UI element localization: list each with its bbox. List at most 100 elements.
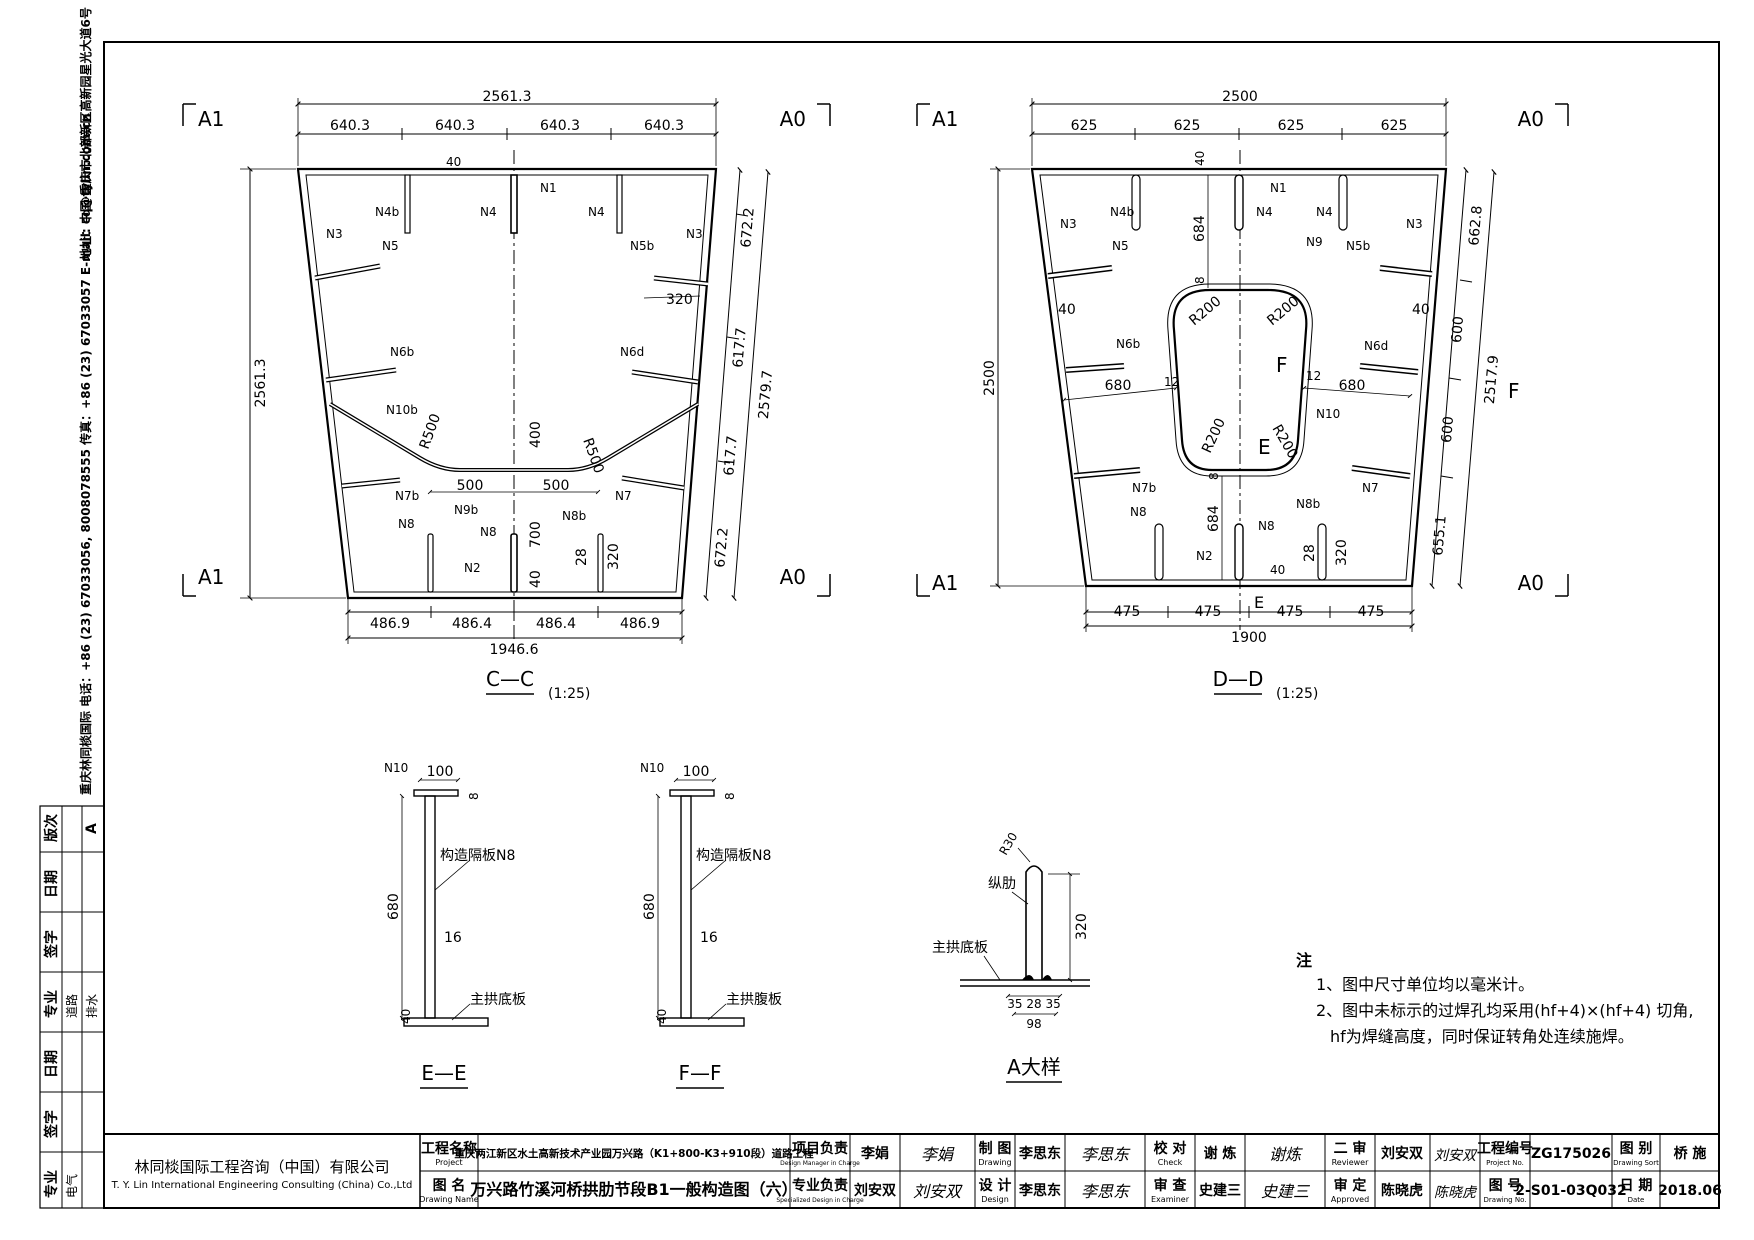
checker-label: 校 对 [1154,1140,1187,1157]
cc-label-n2: N2 [464,561,481,575]
cc-label-n8-left: N8 [398,517,415,531]
cc-top-seg-1: 640.3 [330,118,370,134]
dd-label-n8-center: N8 [1258,519,1275,533]
reviewer-label: 二 审 [1334,1140,1367,1157]
spec-mgr-label: 专业负责 [792,1177,848,1194]
detail-title: A大样 [1007,1055,1061,1079]
cc-label-n7b: N7b [395,489,419,503]
cc-top-total: 2561.3 [483,89,532,105]
revision-label: 版次 [43,814,60,842]
detail-a: 320 R30 纵肋 主拱底板 35 28 35 98 A大样 [932,830,1090,1083]
dd-dim-28: 28 [1302,544,1318,562]
cc-outline [296,167,718,600]
reviewer-label-en: Reviewer [1332,1158,1369,1167]
dd-right-seg-4: 655.1 [1430,515,1449,556]
cc-bot-seg-1: 486.9 [370,616,410,632]
dd-dim-680-left: 680 [1105,378,1132,394]
dd-label-n7: N7 [1362,481,1379,495]
dd-corner-a0-bottom: A0 [1518,571,1544,595]
dd-e-mark: E [1258,435,1271,459]
cc-label-n5b: N5b [630,239,654,253]
notes: 注 1、图中尺寸单位均以毫米计。 2、图中未标示的过焊孔均采用(hf+4)×(h… [1296,951,1693,1046]
examiner-label: 审 查 [1154,1177,1188,1194]
ff-title: F—F [678,1061,721,1085]
proj-mgr-label: 项目负责 [792,1140,848,1157]
cc-label-n8-center: N8 [480,525,497,539]
dd-dim-8-top: 8 [1193,276,1207,284]
detail-base-label: 主拱底板 [932,940,988,956]
ff-height: 680 [642,893,658,920]
dd-right-seg-3: 600 [1439,416,1457,444]
ee-web-label: 构造隔板N8 [440,848,515,864]
cc-label-n10b: N10b [386,403,418,417]
dd-right-seg-1: 662.8 [1466,205,1485,246]
sheet-border [103,41,1720,1209]
date-label: 日 期 [1620,1178,1653,1194]
drawing-no-label: 图 号 [1489,1178,1522,1194]
cc-bot-total: 1946.6 [490,642,539,658]
drawing-name: 万兴路竹溪河桥拱肋节段B1一般构造图（六） [469,1180,797,1199]
dd-label-n4-right: N4 [1316,205,1333,219]
ee-flange: 100 [427,764,454,780]
checker-label-en: Check [1158,1158,1183,1167]
title-block: 林同棪国际工程咨询（中国）有限公司 T. Y. Lin Internationa… [104,1133,1722,1208]
spec-mgr-signature: 刘安双 [913,1182,963,1201]
date-label-1: 日期 [44,870,60,898]
detail-widths: 35 28 35 [1007,997,1060,1011]
dd-bot-seg-4: 475 [1358,604,1385,620]
ee-base-t: 40 [399,1009,413,1024]
ee-base-label: 主拱底板 [470,992,526,1008]
project-no-label: 工程编号 [1477,1140,1533,1157]
spec-mgr-label-en: Specialized Design in Charge [776,1197,864,1204]
dd-side-f-mark: F [1508,379,1520,403]
dd-height-left: 2500 [982,360,998,396]
dd-dim-12-left: 12 [1164,375,1179,389]
cc-label-n3-left: N3 [326,227,343,241]
spec-item-3: 电气 [64,1174,79,1198]
sign-label-2: 签字 [43,1110,60,1139]
company-name-en: T. Y. Lin International Engineering Cons… [111,1180,413,1191]
cc-corner-a0-top: A0 [780,107,806,131]
dd-label-n6b: N6b [1116,337,1140,351]
detail-height: 320 [1074,913,1090,940]
cc-top-seg-3: 640.3 [540,118,580,134]
cc-top-seg-4: 640.3 [644,118,684,134]
proj-mgr: 李娟 [860,1145,889,1162]
cc-corner-a1-bottom: A1 [198,565,224,589]
spec-label-1: 专业 [43,990,60,1018]
cc-label-n4-right: N4 [588,205,605,219]
dd-top-seg-4: 625 [1381,118,1408,134]
designer-label: 设 计 [979,1177,1012,1194]
sort-label-en: Drawing Sort [1613,1159,1659,1167]
drawer-signature: 李思东 [1081,1145,1131,1164]
proj-mgr-label-en: Design Manager in Charge [780,1160,860,1167]
approver-label: 审 定 [1334,1177,1367,1194]
project-label-en: Project [435,1158,462,1167]
dd-label-n9: N9 [1306,235,1323,249]
cc-right-seg-4: 672.2 [712,527,731,568]
spec-item-2: 排水 [85,994,99,1018]
section-ee: 100 8 N10 680 构造隔板N8 16 主拱底板 40 E—E [384,761,526,1089]
dd-dim-684-bottom: 684 [1206,505,1222,532]
company-address: 地址：中国·重庆市北部新区高新园星光大道6号 [78,7,93,260]
dd-dim-40-left: 40 [1058,302,1076,318]
ff-base-t: 40 [655,1009,669,1024]
cc-label-n1: N1 [540,181,557,195]
project-no: ZG175026 [1531,1146,1611,1162]
section-dd: A1 A0 A1 A0 2500 [916,89,1569,702]
dd-scale: (1:25) [1276,686,1318,702]
date-label-2: 日期 [44,1050,60,1078]
ff-flange: 100 [683,764,710,780]
note-line-2: 2、图中未标示的过焊孔均采用(hf+4)×(hf+4) 切角, [1316,1001,1693,1020]
cc-label-n7: N7 [615,489,632,503]
ff-web-t: 16 [700,930,718,946]
sort: 桥 施 [1674,1145,1707,1162]
approver-label-en: Approved [1331,1195,1369,1204]
dd-dim-320: 320 [1334,539,1350,566]
cc-right-seg-1: 672.2 [738,207,757,248]
drawing-label: 图 名 [433,1177,466,1194]
designer-signature: 李思东 [1081,1182,1131,1201]
reviewer: 刘安双 [1381,1145,1423,1162]
cc-dim-500-left: 500 [457,478,484,494]
